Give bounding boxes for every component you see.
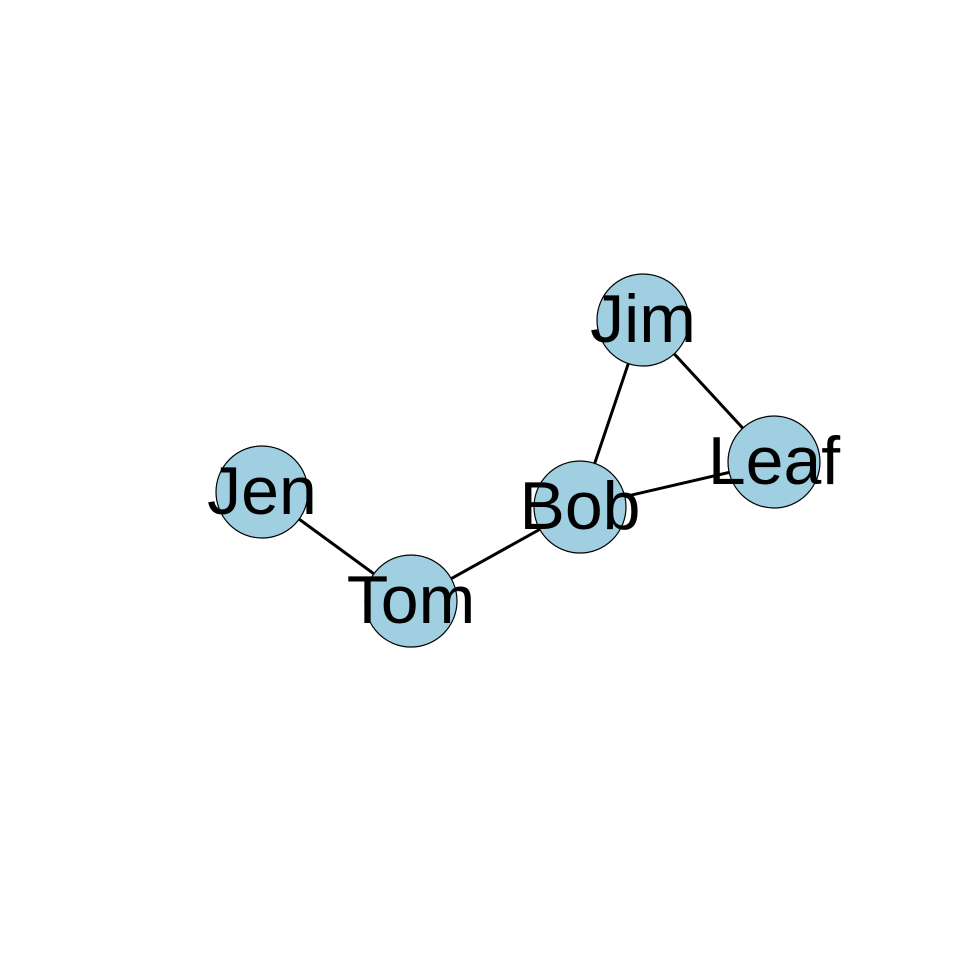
node-label-jim: Jim: [590, 281, 696, 357]
node-jen: [215, 445, 309, 539]
node-tom: [364, 554, 458, 648]
node-leaf: [727, 415, 821, 509]
node-label-jen: Jen: [207, 453, 317, 529]
edge-layer: [261, 318, 776, 603]
node-label-bob: Bob: [520, 468, 641, 544]
node-jim: [596, 273, 690, 367]
node-label-leaf: Leaf: [708, 423, 840, 499]
node-bob: [533, 460, 627, 554]
node-label-tom: Tom: [347, 562, 475, 638]
